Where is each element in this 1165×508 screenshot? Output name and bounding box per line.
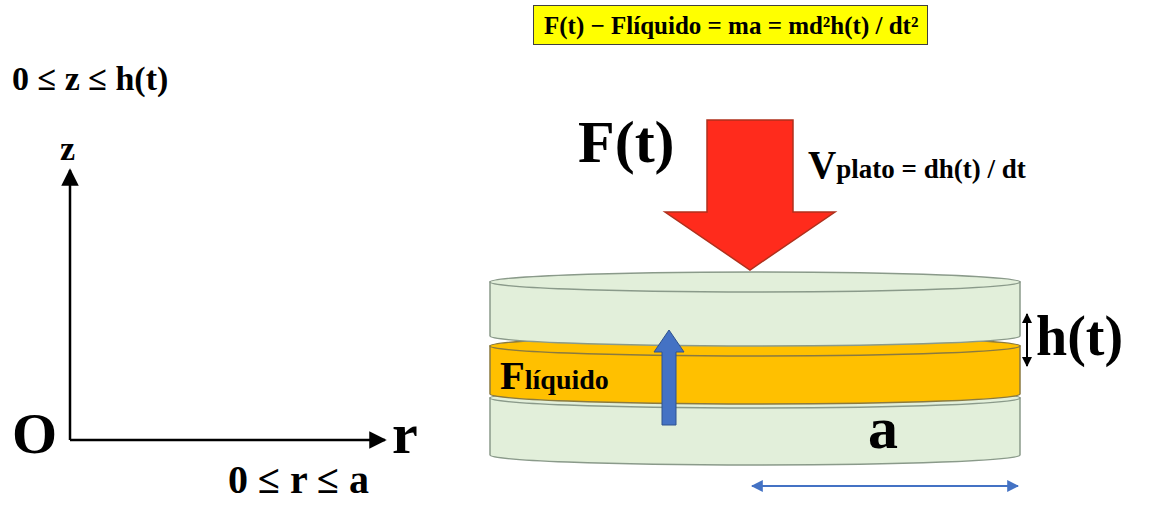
- label-text: a: [868, 398, 898, 458]
- label-text: 0 ≤ z ≤ h(t): [12, 62, 168, 96]
- label-text: z: [60, 132, 75, 166]
- z-axis: [69, 170, 72, 440]
- applied-force-arrow: [665, 120, 835, 270]
- label-text: O: [12, 405, 57, 463]
- label-text: Flíquido: [500, 356, 609, 397]
- equation-box: F(t) − Flíquido = ma = md²h(t) / dt²: [533, 5, 928, 45]
- top-plate: [490, 272, 1020, 346]
- radius-dimension: [752, 485, 1018, 487]
- label-text: Vplato = dh(t) / dt: [808, 145, 1026, 184]
- label-text: h(t): [1036, 308, 1123, 364]
- liquid-force-arrow: [654, 330, 684, 425]
- r-axis: [70, 439, 385, 442]
- label-text: r: [392, 405, 418, 463]
- label-text: F(t): [578, 112, 675, 172]
- equation-text: F(t) − Flíquido = ma = md²h(t) / dt²: [544, 12, 918, 40]
- height-dimension: [1026, 314, 1028, 366]
- label-text: 0 ≤ r ≤ a: [228, 460, 369, 500]
